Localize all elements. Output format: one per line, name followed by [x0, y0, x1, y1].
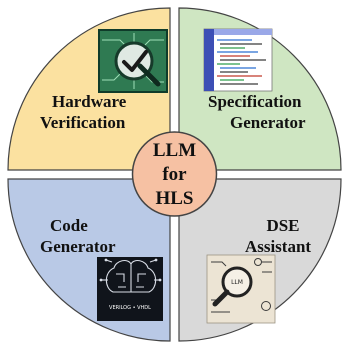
circuit-board-check-icon [98, 29, 168, 93]
generator-label: Generator [230, 113, 306, 132]
llm-caption: LLM [231, 279, 243, 286]
center-title-line1: LLM [153, 140, 196, 161]
assistant-label: Assistant [245, 237, 311, 256]
verilog-vhdl-caption: VERILOG • VHDL [109, 305, 151, 311]
code-label: Code [50, 216, 88, 235]
brain-chip-icon: VERILOG • VHDL [97, 257, 163, 321]
dse-label: DSE [266, 216, 299, 235]
verification-label: Verification [40, 113, 126, 132]
center-title-line3: HLS [155, 188, 193, 209]
code-screenshot-icon [203, 28, 273, 92]
specification-label: Specification [208, 92, 302, 111]
hardware-label: Hardware [52, 92, 127, 111]
center-circle [131, 131, 218, 217]
code-generator-label: Generator [40, 237, 116, 256]
center-title-line2: for [162, 164, 187, 185]
magnifier-llm-icon: LLM [206, 254, 276, 324]
